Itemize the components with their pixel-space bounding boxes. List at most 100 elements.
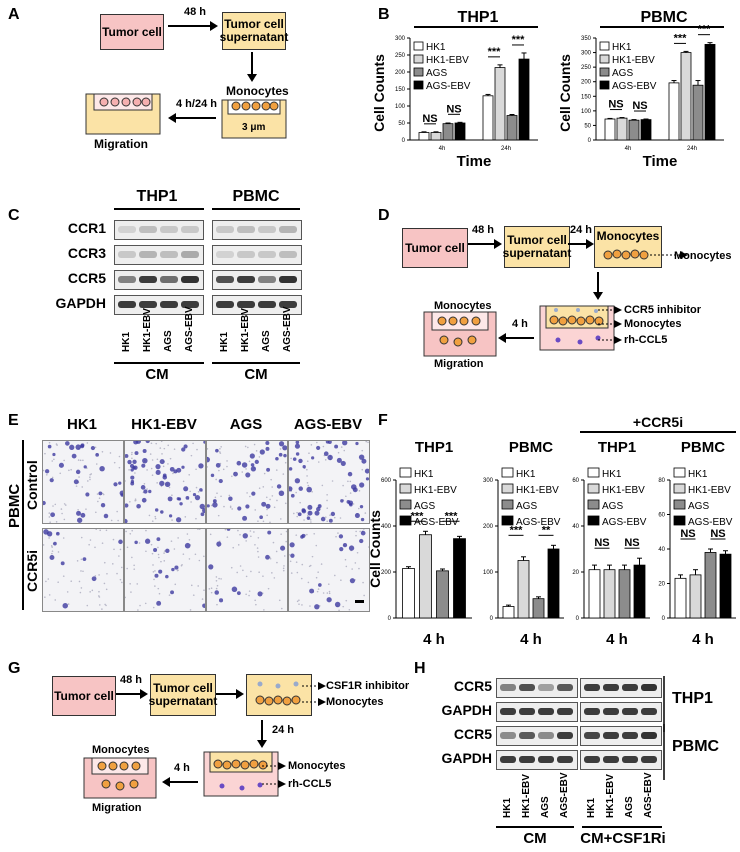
e-cell [200,512,205,517]
transwell-well-icon [221,99,287,139]
e-pore [163,447,166,450]
e-pore [139,604,141,607]
blot-c-lane-label: AGS [163,330,174,352]
e-pore [292,512,295,515]
e-pore [113,548,115,551]
blot-h-lane-label: AGS-EBV [559,772,570,818]
e-cell [75,444,81,450]
e-pore [95,529,98,531]
e-cell [53,541,57,546]
bar [518,58,530,141]
e-pore [216,603,218,606]
e-cell [359,482,365,488]
blot-h-band [519,732,535,739]
e-pore [130,591,132,593]
e-pore [278,599,281,602]
e-pore [361,449,364,452]
e-pore [51,550,54,552]
e-pore [226,465,228,468]
migration-well-icon [85,93,161,135]
e-pore [217,514,220,517]
e-cell [174,565,179,570]
e-pore [197,490,200,493]
y-tick-label: 20 [572,570,579,576]
e-pore [296,571,299,574]
blot-h-band [519,708,535,715]
g-arrow-48h-icon [116,689,148,699]
blot-h-band [641,684,657,691]
bar [704,44,716,141]
e-cell [69,444,75,450]
e-pore [326,520,329,523]
e-pore [195,468,197,471]
d-monocytes-out-label: Monocytes [674,250,732,262]
e-pore [344,558,347,561]
legend-label: AGS-EBV [414,517,459,528]
e-row-bracket [22,440,24,610]
e-cell [184,542,191,549]
legend-swatch [673,499,686,510]
bar [402,568,415,619]
e-pore [119,578,122,581]
blot-h-row-label: GAPDH [441,750,492,766]
e-cell [278,452,283,457]
e-pore [62,575,65,577]
e-cell [199,503,205,510]
e-pore [223,505,225,508]
e-column-label: AGS [229,416,263,433]
blot-c-group-pbmc: PBMC [232,188,280,205]
monocytes-label: Monocytes [226,84,289,98]
e-cell [327,454,333,461]
sig-label: NS [594,537,609,549]
e-pore [46,474,48,476]
e-pore [237,529,239,532]
bar [628,119,640,141]
e-pore [53,458,55,461]
blot-c-band [237,276,255,283]
e-pore [271,572,273,574]
blot-h-membrane [496,726,578,746]
blot-c-band [258,301,276,308]
e-cell [254,459,259,465]
e-pore [194,553,197,556]
e-cell [210,473,215,478]
e-cell [241,462,248,468]
e-pore [105,529,108,532]
e-pore [80,558,83,561]
e-pore [313,532,316,535]
e-pore [87,480,89,482]
blot-h-band [584,684,600,691]
e-cell [140,485,146,490]
time-48h-label: 48 h [184,6,207,18]
d-monocytes-box-label: Monocytes [596,229,660,243]
e-pore [326,499,328,502]
e-pore [125,596,126,599]
e-pore [320,563,323,565]
e-pore [61,512,63,515]
blot-c-band [139,226,157,233]
e-pore [145,529,147,532]
e-pore [44,452,46,455]
e-pore [96,493,99,495]
blot-h-row-label: GAPDH [441,702,492,718]
e-pore [359,530,361,533]
blot-c-band [237,251,255,258]
e-pore [248,460,251,463]
e-cell [65,441,70,446]
blot-h-band [557,684,573,691]
e-pore [152,571,155,573]
e-cell [290,493,295,498]
blot-c-cm-thp1: CM [145,366,169,383]
blot-c-group-lines [114,208,300,210]
e-cell [236,591,241,596]
g-time-4h-label: 4 h [174,762,190,774]
e-cell [276,484,282,489]
blot-h-membrane [580,678,662,698]
y-tick-label: 50 [584,123,591,129]
chart-title: PBMC [640,9,688,26]
e-pore [289,554,290,556]
e-pore [295,491,297,494]
e-pore [309,605,311,607]
e-cell [212,502,218,508]
e-cell [295,441,300,445]
